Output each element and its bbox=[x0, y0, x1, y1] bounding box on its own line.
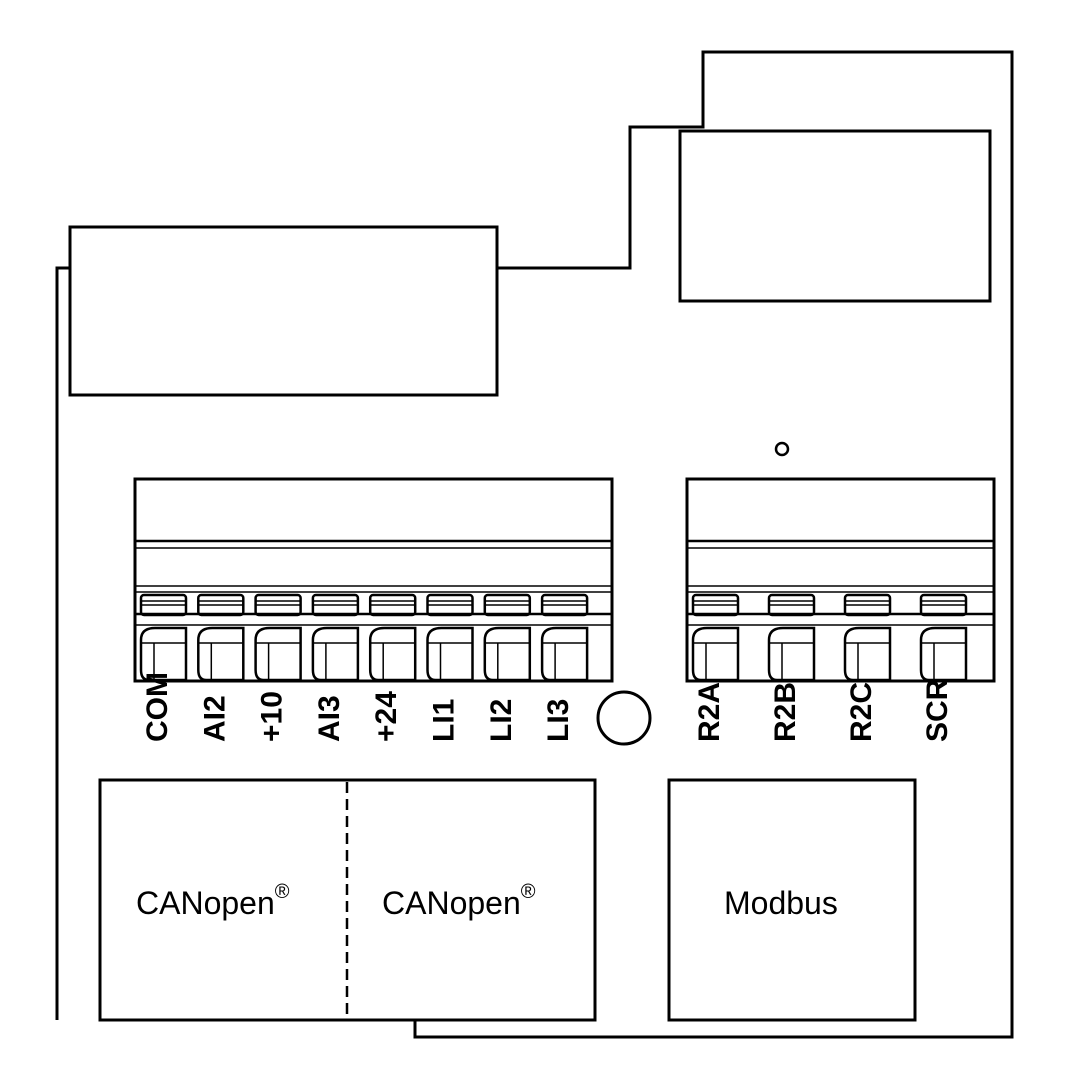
terminal-plus10[interactable]: +10 bbox=[254, 593, 302, 742]
terminal-label: R2B bbox=[769, 682, 802, 742]
terminal-plus24[interactable]: +24 bbox=[368, 593, 417, 742]
terminal-com[interactable]: COM bbox=[139, 593, 188, 742]
terminal-label: COM bbox=[141, 672, 174, 742]
terminal-li1[interactable]: LI1 bbox=[426, 593, 474, 742]
terminal-clamp bbox=[691, 626, 740, 682]
terminal-clamp bbox=[311, 626, 360, 682]
modbus-port-label: Modbus bbox=[724, 885, 838, 921]
component-top-right bbox=[678, 129, 992, 303]
terminal-li2[interactable]: LI2 bbox=[483, 593, 532, 742]
modbus-port-box bbox=[667, 778, 917, 1022]
left-terminal-block: COM AI2 +10 AI3 +24 LI1 LI2 LI3 bbox=[133, 477, 614, 742]
terminal-clamp bbox=[843, 626, 892, 682]
terminal-clamp bbox=[767, 626, 816, 682]
terminal-clamp bbox=[197, 626, 245, 682]
terminal-label: LI3 bbox=[542, 699, 575, 742]
terminal-label: LI2 bbox=[485, 699, 518, 742]
terminal-clamp bbox=[483, 626, 532, 682]
terminal-label: +24 bbox=[370, 691, 403, 742]
terminal-r2b[interactable]: R2B bbox=[767, 593, 816, 742]
right-block-frame bbox=[685, 477, 996, 683]
terminal-clamp bbox=[540, 626, 589, 682]
terminal-clamp bbox=[919, 626, 968, 682]
component-top-left bbox=[68, 225, 499, 397]
terminal-clamp bbox=[254, 626, 302, 682]
mounting-hole-large bbox=[596, 690, 652, 746]
terminal-r2a[interactable]: R2A bbox=[691, 593, 740, 742]
mounting-hole-small bbox=[774, 441, 790, 457]
terminal-ai3[interactable]: AI3 bbox=[311, 593, 360, 742]
terminal-label: AI3 bbox=[313, 695, 346, 742]
terminal-ai2[interactable]: AI2 bbox=[197, 593, 245, 742]
terminal-label: LI1 bbox=[428, 699, 461, 742]
canopen-port-1-label: CANopen® bbox=[136, 881, 290, 921]
terminal-label: +10 bbox=[256, 691, 289, 742]
canopen-port-2-label: CANopen® bbox=[382, 881, 536, 921]
terminal-li3[interactable]: LI3 bbox=[540, 593, 589, 742]
terminal-label: R2C bbox=[845, 682, 878, 742]
terminal-clamp bbox=[139, 626, 188, 682]
terminal-r2c[interactable]: R2C bbox=[843, 593, 892, 742]
terminal-label: SCR bbox=[921, 678, 954, 742]
terminal-clamp bbox=[426, 626, 474, 682]
terminal-clamp bbox=[368, 626, 417, 682]
terminal-label: R2A bbox=[693, 682, 726, 742]
terminal-label: AI2 bbox=[198, 695, 231, 742]
board-outline bbox=[55, 50, 1014, 1039]
right-terminal-block: R2A R2B R2C SCR bbox=[685, 477, 996, 742]
terminal-scr[interactable]: SCR bbox=[919, 593, 968, 742]
left-block-frame bbox=[133, 477, 614, 683]
